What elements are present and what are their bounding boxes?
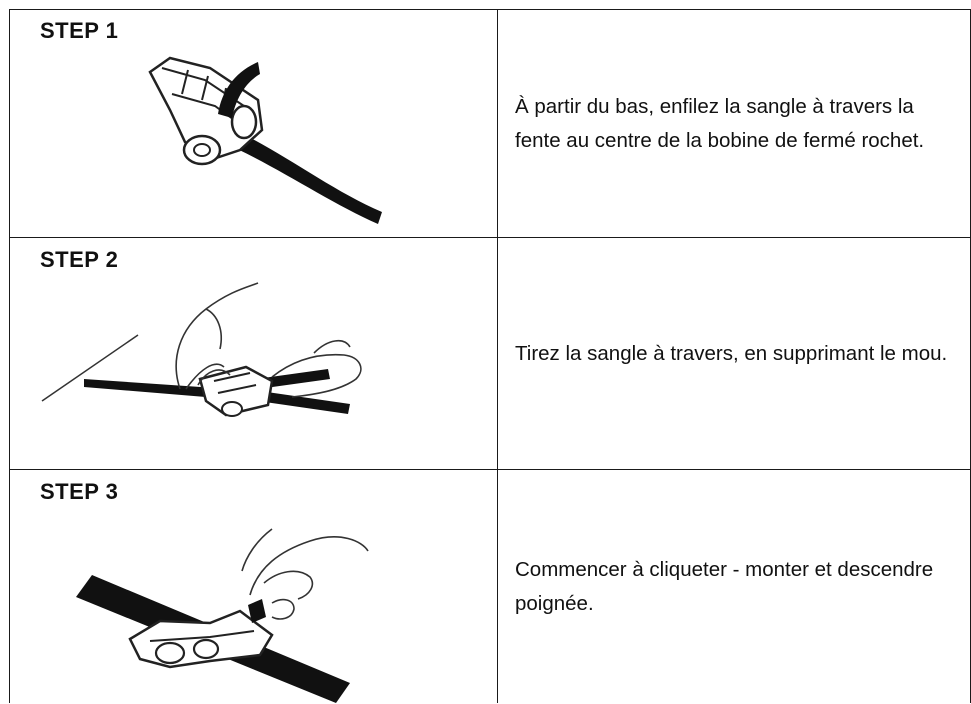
column-divider	[497, 9, 498, 703]
table-row-step-3: STEP 3 Commencer à cliqueter - monter et…	[9, 470, 971, 703]
table-row-step-2: STEP 2 Tirez la sangle à t	[9, 238, 971, 469]
ratchet-handle-cranking-icon	[76, 528, 369, 703]
step-2-text-cell: Tirez la sangle à travers, en supprimant…	[498, 238, 971, 469]
step-3-description: Commencer à cliqueter - monter et descen…	[515, 557, 934, 615]
step-1-text-cell: À partir du bas, enfilez la sangle à tra…	[498, 10, 971, 237]
row-divider-2	[9, 469, 971, 470]
ratchet-strap-pull-icon	[41, 282, 362, 417]
step-3-text-cell: Commencer à cliqueter - monter et descen…	[498, 470, 971, 703]
row-divider-1	[9, 237, 971, 238]
instruction-table: STEP 1 À partir du bas, enfilez la sangl…	[9, 9, 971, 703]
step-1-illustration-cell: STEP 1	[10, 10, 497, 237]
ratchet-strap-threading-icon	[148, 56, 382, 224]
step-3-illustration-cell: STEP 3	[10, 471, 497, 704]
step-2-description: Tirez la sangle à travers, en supprimant…	[515, 341, 948, 365]
step-1-description: À partir du bas, enfilez la sangle à tra…	[515, 94, 925, 152]
step-1-label: STEP 1	[40, 18, 119, 43]
table-row-step-1: STEP 1 À partir du bas, enfilez la sangl…	[9, 9, 971, 237]
step-2-label: STEP 2	[40, 247, 119, 272]
step-3-label: STEP 3	[40, 479, 119, 504]
table-border-top	[9, 9, 971, 10]
step-2-illustration-cell: STEP 2	[10, 239, 497, 469]
table-border-left	[9, 9, 10, 703]
